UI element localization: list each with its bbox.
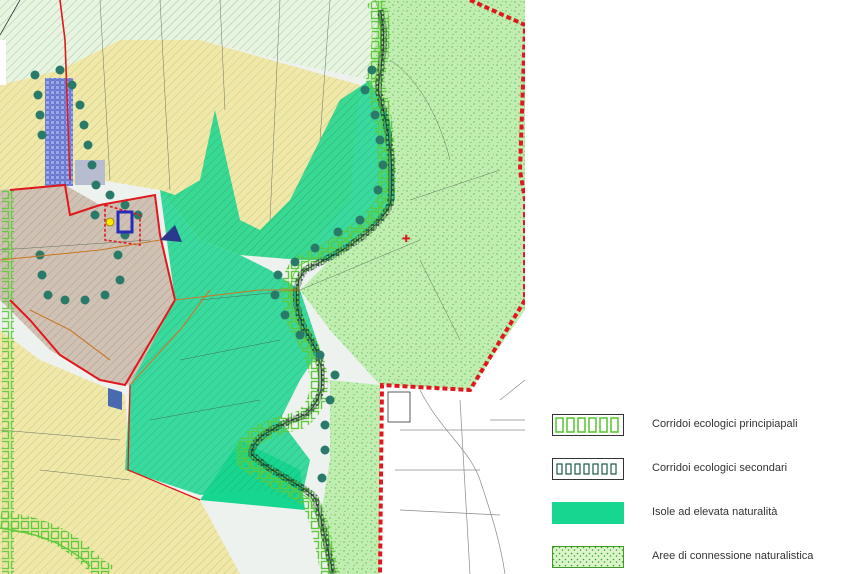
legend-label-primary: Corridoi ecologici principiapali [652,418,798,430]
secondary-corridor-swatch-icon [552,458,624,480]
agricultural-area-south-hatch [0,330,240,574]
connection-area-east[interactable] [300,0,525,390]
light-area-north-hatch [0,0,380,85]
legend-item-high-naturalness[interactable]: Isole ad elevata naturalità [552,502,842,526]
local-roads [0,239,300,386]
island-hatch [160,80,395,260]
high-naturalness-swatch-icon [552,502,624,524]
ecological-network-map[interactable]: ✚ [0,0,525,574]
primary-corridor-west[interactable] [0,511,114,574]
legend-label-islands: Isole ad elevata naturalità [652,506,778,518]
building-outline [387,391,411,423]
legend-item-connection-areas[interactable]: Aree di connessione naturalistica [552,546,842,570]
legend-item-primary-corridors[interactable]: Corridoi ecologici principiapali [552,414,842,438]
blue-structure-marker [116,210,134,234]
street-lines [395,379,525,574]
primary-corridor-swatch-icon [552,414,624,436]
diagonal-road [0,0,21,36]
yellow-point-marker [105,217,115,227]
agricultural-area-north-hatch [0,40,360,260]
legend-item-secondary-corridors[interactable]: Corridoi ecologici secondari [552,458,842,482]
connection-area-south[interactable] [320,380,380,574]
road-white-line-left [0,40,6,85]
legend-label-secondary: Corridoi ecologici secondari [652,462,788,474]
connection-area-swatch-icon [552,546,624,568]
red-boundaries [9,0,525,574]
blue-wedge-marker [160,225,182,242]
legend-label-connection: Aree di connessione naturalistica [652,550,814,562]
red-cross-marker: ✚ [402,234,410,245]
blue-small-block [108,388,122,410]
map-legend: Corridoi ecologici principiapali Corrido… [552,414,842,574]
secondary-corridor-edge [251,9,393,574]
